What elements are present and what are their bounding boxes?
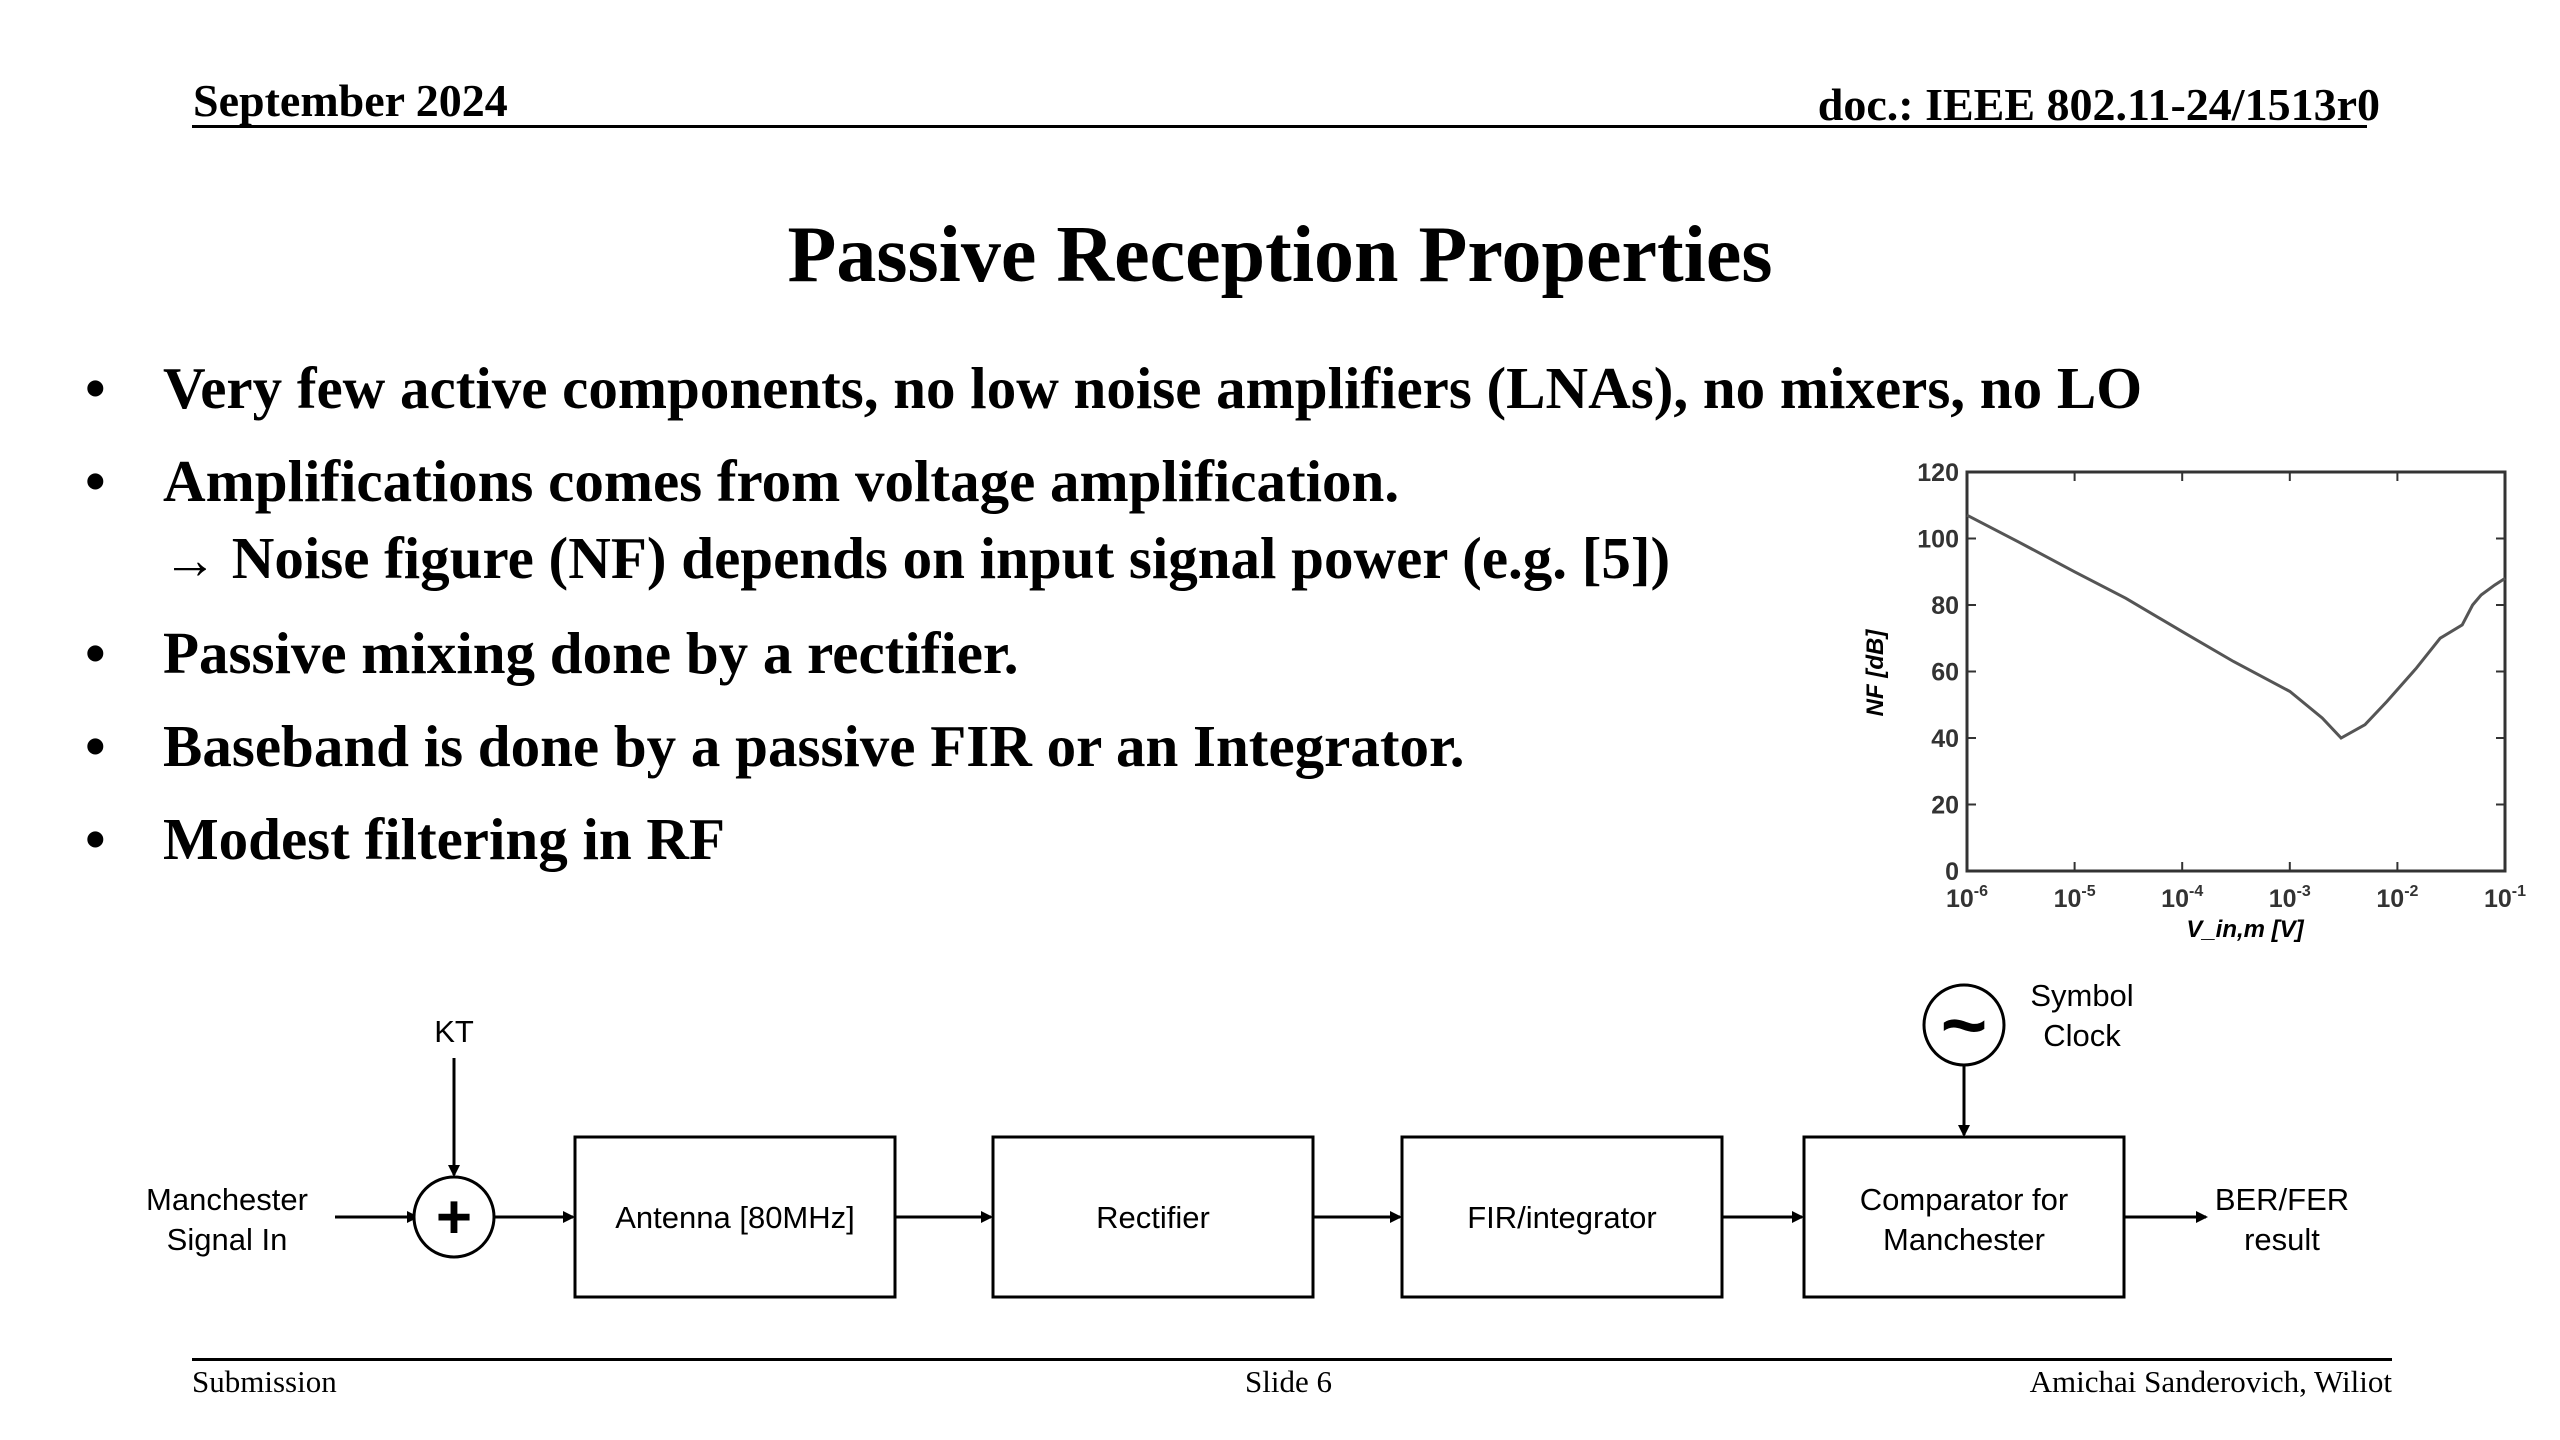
input-label: Signal In [167,1222,288,1257]
footer-submission: Submission [192,1364,337,1399]
x-tick-label: 10-1 [2484,883,2526,913]
antenna-label: Antenna [80MHz] [615,1200,855,1235]
header-doc-id: doc.: IEEE 802.11-24/1513r0 [1817,79,2380,130]
footer-slide-number: Slide 6 [1245,1364,1332,1399]
x-tick-label: 10-5 [2054,883,2096,913]
x-tick-label: 10-2 [2376,883,2418,913]
chart-x-ticks: 10-6 10-5 10-4 10-3 10-2 10-1 [1946,472,2526,913]
bullet-text: Modest filtering in RF [163,806,726,872]
bullet-item: • Very few active components, no low noi… [85,350,2225,427]
rectifier-label: Rectifier [1096,1200,1210,1235]
clock-label: Symbol [2030,978,2133,1013]
bullet-item: • Modest filtering in RF [85,801,2225,878]
bullet-dot: • [85,355,106,421]
bullet-dot: • [85,620,106,686]
bullet-item: • Baseband is done by a passive FIR or a… [85,708,2225,785]
bullet-list: • Very few active components, no low noi… [85,350,2225,878]
y-tick-label: 0 [1945,858,1959,886]
block-diagram: Manchester Signal In KT + Antenna [80MHz… [146,978,2349,1299]
bullet-text: Baseband is done by a passive FIR or an … [163,713,1465,779]
comparator-label: Manchester [1883,1222,2045,1257]
chart-y-ticks: 0 20 40 60 80 100 120 [1917,459,2505,886]
nf-curve [1966,513,2506,740]
y-tick-label: 120 [1917,459,1959,487]
y-tick-label: 80 [1931,592,1959,620]
chart-series [1966,513,2506,740]
x-tick-label: 10-4 [2161,883,2203,913]
bullet-subtext: Noise figure (NF) depends on input signa… [231,525,1671,591]
tilde-icon: ~ [1941,980,1988,1069]
y-tick-label: 100 [1917,526,1959,554]
header-rule [192,125,2367,128]
fir-integrator-block [1400,1135,1724,1299]
chart-x-label: V_in,m [V] [2186,916,2304,943]
clock-label: Clock [2043,1018,2121,1053]
fir-integrator-label: FIR/integrator [1467,1200,1657,1235]
output-label: BER/FER [2215,1182,2349,1217]
x-tick-label: 10-6 [1946,883,1988,913]
chart-plot-frame [1965,470,2507,873]
bullet-dot: • [85,448,106,514]
kt-label: KT [434,1014,474,1049]
comparator-block [1802,1135,2126,1299]
bullet-dot: • [85,806,106,872]
footer-author: Amichai Sanderovich, Wiliot [2029,1364,2392,1399]
bullet-text: Passive mixing done by a rectifier. [163,620,1019,686]
comparator-label: Comparator for [1860,1182,2068,1217]
y-tick-label: 20 [1931,792,1959,820]
y-tick-label: 40 [1931,725,1959,753]
bullet-text: Very few active components, no low noise… [163,355,2143,421]
nf-chart: 0 20 40 60 80 100 120 10-6 10-5 10-4 10-3 10-2 10-1… [1862,459,2526,943]
output-label: result [2244,1222,2320,1257]
bullet-subline: → Noise figure (NF) depends on input sig… [163,520,2225,599]
arrow-icon: → [163,530,217,590]
input-label: Manchester [146,1182,308,1217]
chart-axes [1965,470,2507,873]
footer-rule [192,1358,2392,1361]
y-tick-label: 60 [1931,659,1959,687]
bullet-dot: • [85,713,106,779]
bullet-item: • Passive mixing done by a rectifier. [85,615,2225,692]
x-tick-label: 10-3 [2269,883,2311,913]
header-date: September 2024 [193,75,508,126]
bullet-item: • Amplifications comes from voltage ampl… [85,443,2225,599]
plus-icon: + [436,1183,472,1252]
slide-title: Passive Reception Properties [787,211,1773,299]
chart-y-label: NF [dB] [1862,629,1889,717]
bullet-text: Amplifications comes from voltage amplif… [163,448,1400,514]
